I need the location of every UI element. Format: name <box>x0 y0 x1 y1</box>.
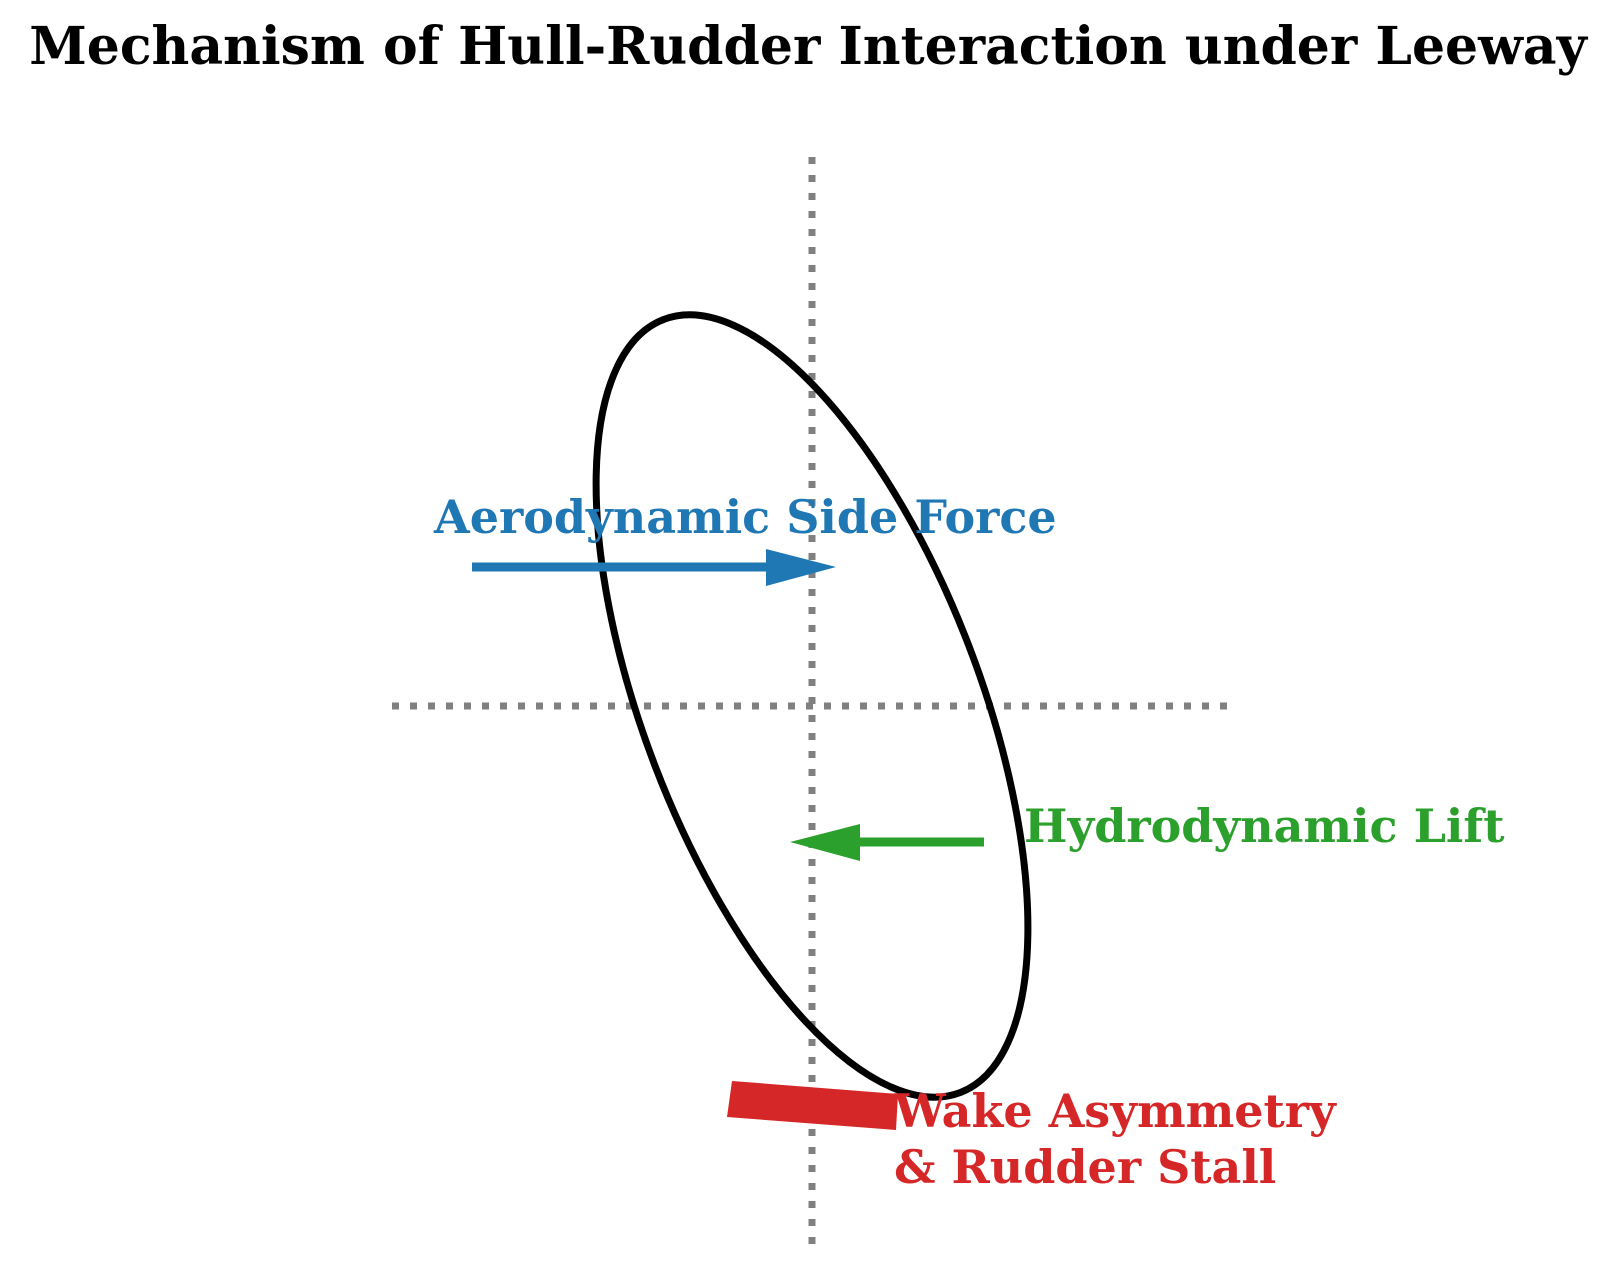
wake-asymmetry-label: Wake Asymmetry <box>893 1084 1337 1138</box>
aerodynamic-force-arrow <box>472 549 836 586</box>
diagram-title: Mechanism of Hull-Rudder Interaction und… <box>29 16 1588 77</box>
rudder-bar <box>727 1081 898 1130</box>
hull-outline <box>592 311 1032 1101</box>
aerodynamic-force-label: Aerodynamic Side Force <box>433 490 1057 544</box>
hydrodynamic-lift-label: Hydrodynamic Lift <box>1024 799 1505 853</box>
rudder-stall-label: & Rudder Stall <box>894 1140 1276 1194</box>
hydrodynamic-lift-arrow <box>790 824 984 861</box>
